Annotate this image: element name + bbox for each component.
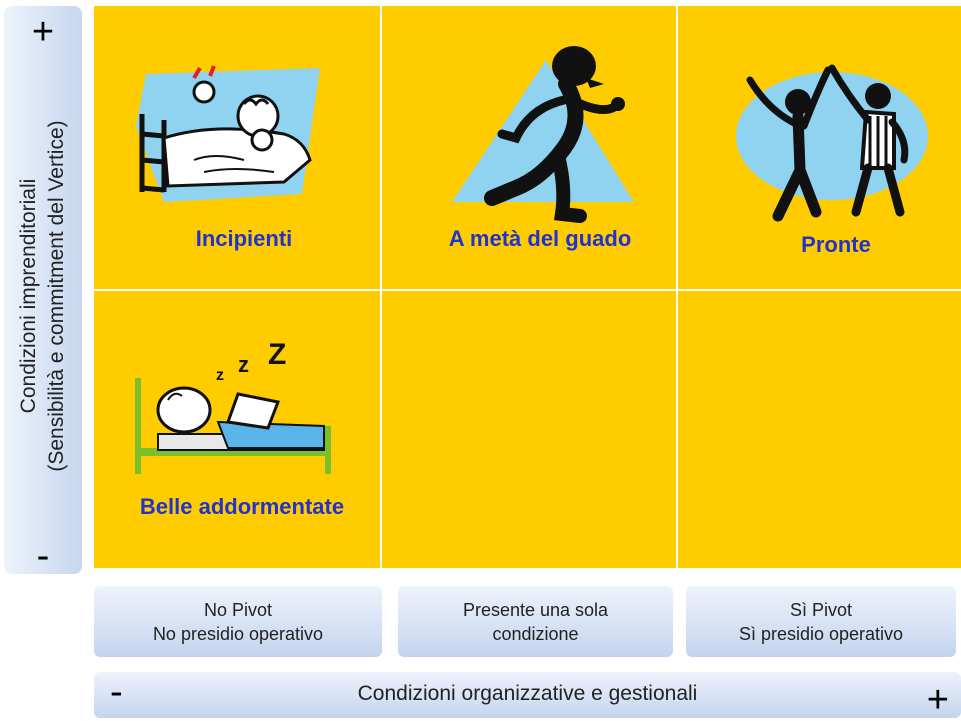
x-axis-plus: + — [926, 679, 949, 721]
x-category-low-line2: No presidio operativo — [152, 623, 324, 644]
svg-text:Z: Z — [268, 338, 286, 371]
svg-text:z: z — [238, 352, 249, 377]
x-category-low: No Pivot No presidio operativo — [94, 586, 382, 657]
x-axis-label: Condizioni organizzative e gestionali — [357, 682, 698, 705]
bed-alarm-clock-icon — [136, 65, 320, 202]
grid-divider-horizontal — [94, 289, 961, 291]
grid-divider-vertical-2 — [676, 6, 678, 568]
x-axis-minus: - — [110, 671, 123, 713]
x-category-high-line2: Sì presidio operativo — [738, 623, 904, 644]
y-axis-label-line1: Condizioni imprenditoriali — [17, 178, 40, 414]
matrix-grid: Incipienti A metà del guado Pronte z z Z — [94, 6, 961, 568]
x-category-mid-line1: Presente una sola — [462, 599, 609, 620]
x-axis-bar: - Condizioni organizzative e gestionali … — [94, 671, 961, 721]
y-axis-minus: - — [36, 535, 50, 577]
x-category-high: Sì Pivot Sì presidio operativo — [686, 586, 956, 657]
y-axis-label-line2: (Sensibilità e commitment del Vertice) — [45, 120, 68, 472]
grid-divider-vertical-1 — [380, 6, 382, 568]
celebrating-people-icon — [736, 64, 928, 222]
cell-label-pronte: Pronte — [801, 232, 871, 257]
running-man-icon — [452, 46, 634, 223]
y-axis-label: Condizioni imprenditoriali (Sensibilità … — [15, 120, 71, 471]
cell-label-a-meta-del-guado: A metà del guado — [448, 226, 632, 251]
x-category-high-line1: Sì Pivot — [789, 599, 853, 620]
x-category-mid-line2: condizione — [492, 623, 579, 644]
y-axis-plus: + — [31, 11, 55, 53]
x-category-mid: Presente una sola condizione — [398, 586, 673, 657]
cell-label-incipienti: Incipienti — [195, 226, 293, 251]
x-category-low-line1: No Pivot — [203, 599, 273, 620]
sleeping-in-bed-icon: z z Z — [135, 338, 331, 474]
cell-label-belle-addormentate: Belle addormentate — [139, 494, 345, 519]
svg-text:z: z — [216, 367, 224, 384]
y-axis-bar: + Condizioni imprenditoriali (Sensibilit… — [4, 6, 82, 577]
